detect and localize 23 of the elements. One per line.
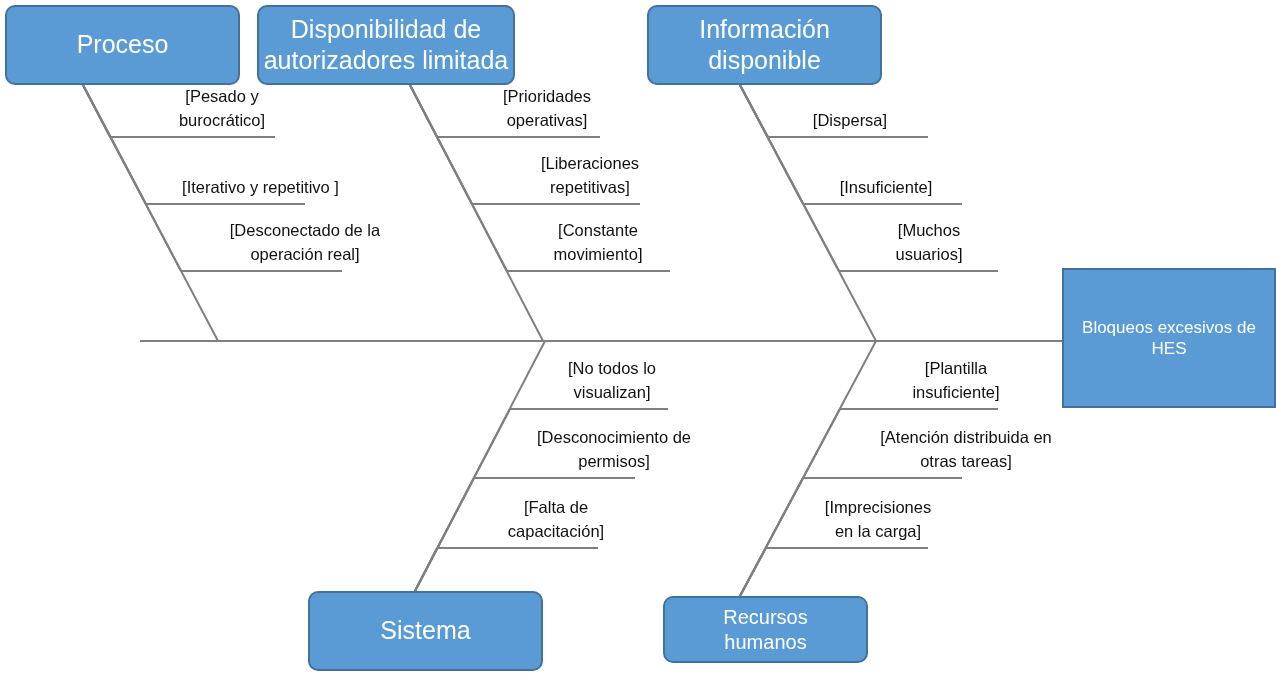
category-box: Recursos humanos <box>663 596 868 663</box>
cause-text: [Falta de capacitación] <box>437 492 622 549</box>
cause-text: [Liberaciones repetitivas] <box>472 148 658 205</box>
cause-text: [Constante movimiento] <box>507 215 670 272</box>
branch-line <box>82 84 182 272</box>
cause-text: [Atención distribuida en otras tareas] <box>803 422 1066 479</box>
cause-text: [Iterativo y repetitivo ] <box>146 148 363 205</box>
effect-box: Bloqueos excesivos de HES <box>1062 268 1276 408</box>
branch-line <box>739 84 840 272</box>
cause-text: [Desconocimiento de permisos] <box>474 422 716 479</box>
category-box: Proceso <box>5 5 240 85</box>
branch-line <box>739 547 767 597</box>
category-box: Información disponible <box>647 5 882 85</box>
cause-text: [Plantilla insuficiente] <box>840 353 1016 410</box>
branch-line <box>409 84 508 272</box>
cause-text: [Muchos usuarios] <box>839 215 998 272</box>
branch-line <box>414 547 438 592</box>
cause-text: [Imprecisiones en la carga] <box>766 492 940 549</box>
cause-text: [Insuficiente] <box>803 148 962 205</box>
category-box: Disponibilidad de autorizadores limitada <box>257 5 515 85</box>
cause-text: [Desconectado de la operación real] <box>181 215 405 272</box>
cause-text: [No todos lo visualizan] <box>510 353 672 410</box>
category-box: Sistema <box>308 591 543 671</box>
